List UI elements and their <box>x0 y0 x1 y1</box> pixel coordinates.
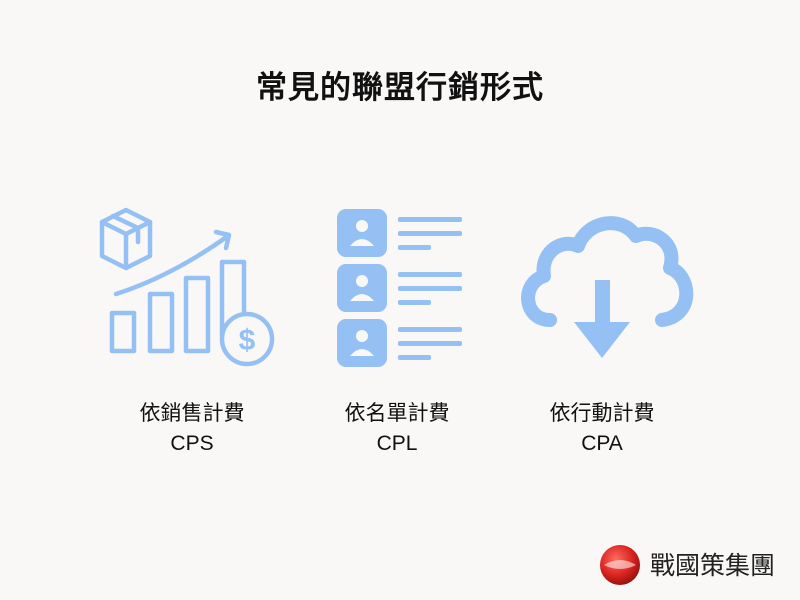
card-label-zh: 依銷售計費 <box>139 401 245 425</box>
svg-text:$: $ <box>239 324 256 357</box>
card-label-zh: 依名單計費 <box>344 401 450 425</box>
card-label-en: CPS <box>170 432 214 455</box>
card-label-zh: 依行動計費 <box>549 401 655 425</box>
sales-growth-icon: $ <box>99 207 275 367</box>
card-label-en: CPL <box>376 432 418 455</box>
page-title: 常見的聯盟行銷形式 <box>256 70 544 106</box>
brand-name: 戰國策集團 <box>650 551 775 580</box>
brand-logo: 戰國策集團 <box>598 543 788 587</box>
contact-list-icon <box>337 209 462 367</box>
cloud-download-icon <box>521 216 694 358</box>
card-label-en: CPA <box>581 432 623 455</box>
